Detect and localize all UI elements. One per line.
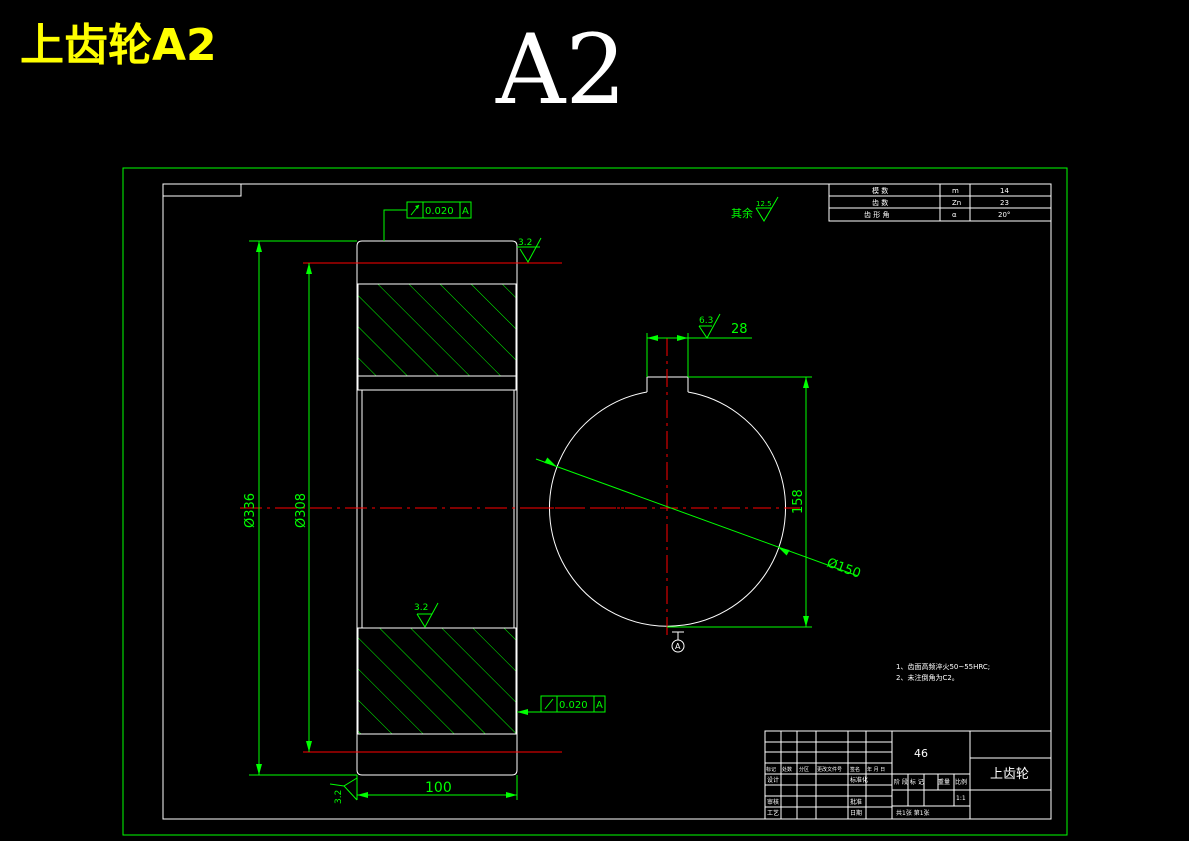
runout-top-value: 0.020 [425, 206, 454, 217]
tb-label-mark: 标记 [766, 766, 776, 773]
title-part-name: 上齿轮 [990, 767, 1029, 782]
param-value-1: 23 [1000, 199, 1009, 207]
code-box [162, 183, 242, 197]
tb-label-sign: 签名 [850, 766, 860, 773]
datum-a: A [671, 631, 685, 653]
part-title-header: 上齿轮A2 [20, 20, 217, 71]
roughness-rest-label: 其余 [731, 206, 753, 220]
tb-label-date: 年 月 日 [867, 766, 885, 773]
roughness-rest-value: 12.5 [756, 200, 772, 208]
roughness-bore-value: 3.2 [414, 603, 428, 613]
tb-stage-label: 阶 段 标 记 [894, 778, 924, 786]
roughness-keyway-value: 6.3 [699, 316, 713, 326]
tb-label-count: 处数 [782, 766, 792, 773]
sheet-size-label: A2 [495, 14, 626, 126]
runout-top-datum: A [462, 206, 469, 217]
roughness-rest: 其余 12.5 [731, 196, 779, 222]
title-material: 46 [914, 747, 928, 760]
dim-key-depth: 158 [667, 376, 812, 628]
param-value-2: 20° [998, 211, 1010, 219]
tb-label-approve: 批准 [850, 798, 862, 806]
roughness-left-bottom: 3.2 [329, 777, 358, 804]
technical-notes: 1、齿面高频淬火50~55HRC; 2、未注倒角为C2。 [896, 662, 990, 682]
note-1: 1、齿面高频淬火50~55HRC; [896, 662, 990, 671]
tb-label-standard: 标准化 [850, 776, 868, 784]
note-2: 2、未注倒角为C2。 [896, 673, 959, 682]
tb-label-review: 审核 [767, 798, 779, 806]
dim-bore-diameter: Ø150 [535, 457, 863, 582]
dim-outer-diameter-text: Ø336 [243, 493, 258, 528]
roughness-face-top: 3.2 [517, 237, 542, 263]
dim-outer-diameter: Ø336 [243, 240, 357, 776]
dim-bore-diameter-text: Ø150 [825, 556, 863, 582]
dim-keyway-width: 28 [646, 322, 752, 377]
datum-a-label: A [675, 642, 681, 651]
roughness-bore: 3.2 [414, 602, 439, 628]
tb-weight-label: 重量 [938, 778, 950, 786]
param-value-0: 14 [1000, 187, 1009, 195]
param-name-2: 齿 形 角 [864, 210, 889, 219]
runout-tolerance-top: 0.020 A [383, 201, 472, 241]
tb-label-doc: 更改文件号 [817, 766, 842, 773]
param-symbol-2: α [952, 211, 957, 219]
tb-label-date2: 日期 [850, 809, 862, 817]
roughness-keyway: 6.3 [698, 313, 721, 339]
title-block: 46 上齿轮 标记 处数 分区 更改文件号 签名 年 月 日 设计 标准化 审核… [764, 730, 1052, 820]
outer-frame [122, 167, 1068, 836]
tb-scale-value: 1:1 [956, 795, 966, 802]
param-name-1: 齿 数 [872, 198, 888, 207]
tb-sheets: 共1张 第1张 [896, 809, 930, 817]
param-name-0: 模 数 [872, 186, 888, 195]
param-symbol-1: Zn [952, 199, 961, 207]
dim-root-diameter: Ø308 [294, 263, 312, 752]
dim-key-depth-text: 158 [791, 489, 806, 514]
roughness-left-bottom-value: 3.2 [334, 790, 344, 804]
param-symbol-0: m [952, 187, 959, 195]
roughness-face-top-value: 3.2 [518, 238, 532, 248]
inner-frame [162, 183, 1052, 820]
tb-scale-label: 比例 [955, 778, 967, 786]
tb-label-process: 工艺 [767, 809, 779, 817]
tb-label-zone: 分区 [799, 766, 809, 773]
dim-keyway-width-text: 28 [731, 322, 748, 337]
gear-section-view [240, 240, 640, 776]
dim-width: 100 [356, 775, 518, 800]
params-table: 模 数 m 14 齿 数 Zn 23 齿 形 角 α 20° [828, 183, 1052, 222]
dim-root-diameter-text: Ø308 [294, 493, 309, 528]
runout-tolerance-bottom: 0.020 A [517, 695, 606, 715]
runout-bottom-value: 0.020 [559, 700, 588, 711]
tb-label-design: 设计 [767, 776, 779, 784]
runout-bottom-datum: A [596, 700, 603, 711]
dim-width-text: 100 [425, 780, 452, 796]
bore-view [536, 338, 800, 640]
